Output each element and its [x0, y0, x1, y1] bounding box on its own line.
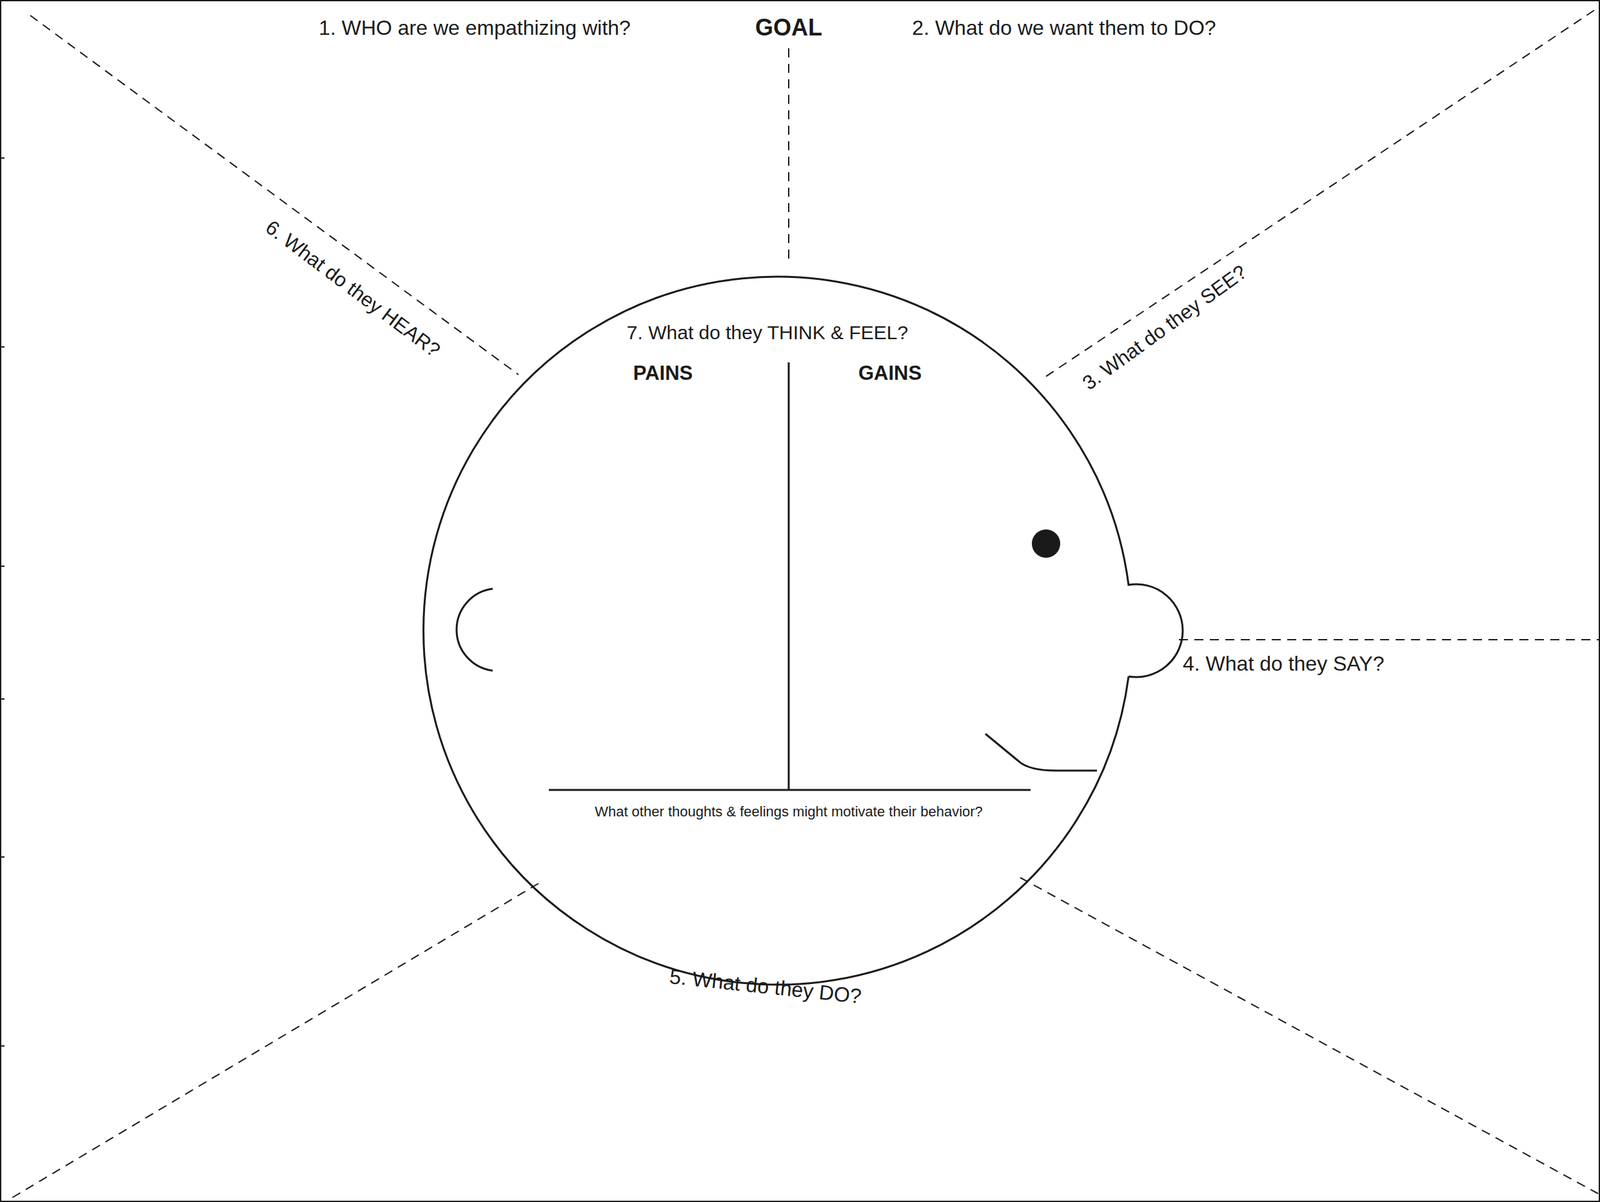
section-heading: 7. What do they THINK & FEEL?	[626, 321, 909, 345]
prompt-label: 5. What do they DO?	[668, 964, 863, 1009]
goal-heading: GOAL	[755, 14, 823, 41]
head-path	[423, 276, 1183, 985]
prompt-text: What other thoughts & feelings might mot…	[594, 803, 983, 820]
prompt-label: 2. What do we want them to DO?	[911, 16, 1216, 40]
head-shape	[423, 263, 1132, 972]
thoughts-divider	[548, 789, 1031, 792]
mouth	[985, 733, 1097, 771]
edge-ticks	[0, 158, 5, 1047]
ear	[456, 588, 493, 671]
prompt-label: 1. WHO are we empathizing with?	[318, 16, 631, 40]
prompt-label: 4. What do they SAY?	[1182, 651, 1384, 676]
column-heading: PAINS	[633, 361, 693, 386]
section-dividers	[10, 10, 1600, 1199]
prompt-label: 3. What do they SEE?	[1078, 260, 1252, 395]
prompt-label: 6. What do they HEAR?	[261, 216, 445, 363]
eye	[1031, 529, 1061, 558]
pains-gains-divider	[788, 362, 791, 791]
column-heading: GAINS	[858, 361, 922, 386]
face-features	[456, 362, 1097, 791]
head-outline: 7. What do they THINK & FEEL? PAINS GAINS W…	[423, 263, 1132, 972]
